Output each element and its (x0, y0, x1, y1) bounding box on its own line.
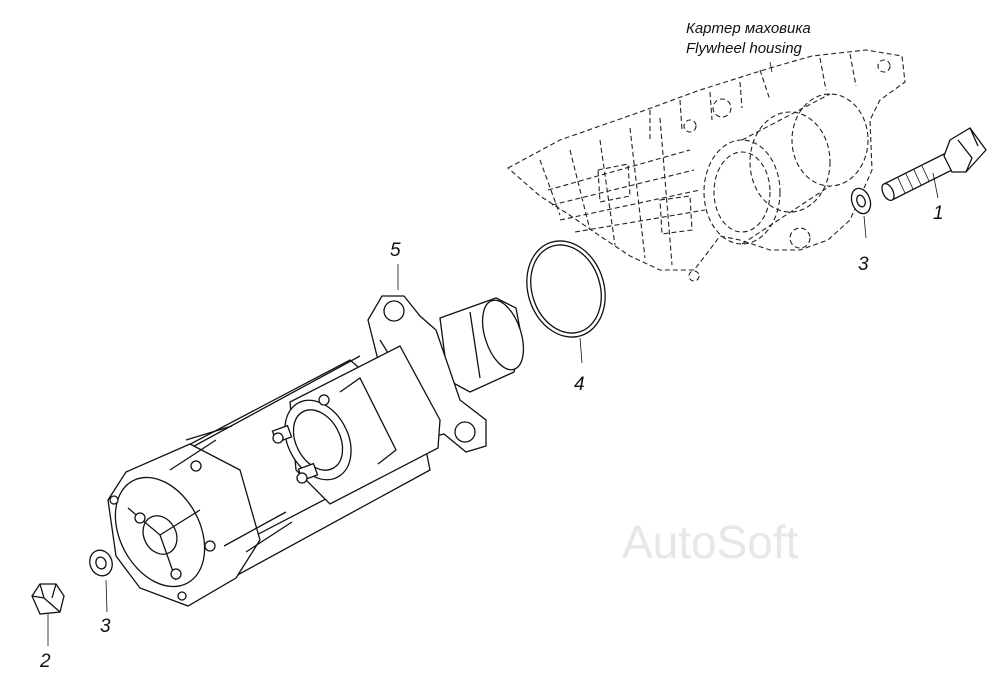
o-ring (526, 240, 606, 338)
washer-right (850, 187, 872, 215)
starter-callout: 5 (390, 240, 401, 261)
washer-left-callout: 3 (100, 616, 111, 637)
washer-right-callout: 3 (858, 254, 869, 275)
o-ring-callout: 4 (574, 374, 585, 395)
bolt-callout: 1 (933, 203, 944, 224)
nut (31, 583, 65, 615)
nut-callout: 2 (39, 651, 51, 672)
washer-right-leader (863, 215, 867, 239)
o-ring-leader (579, 337, 583, 364)
washer-left-leader (105, 579, 108, 613)
housing-caption-en: Flywheel housing (686, 40, 803, 57)
housing-caption-ru: Картер маховика (686, 20, 811, 37)
flywheel-housing (507, 49, 906, 282)
washer-left (89, 549, 113, 577)
watermark-text: AutoSoft (622, 516, 799, 568)
starter-motor (107, 295, 525, 607)
bolt-leader (932, 172, 939, 199)
bolt (881, 127, 987, 201)
